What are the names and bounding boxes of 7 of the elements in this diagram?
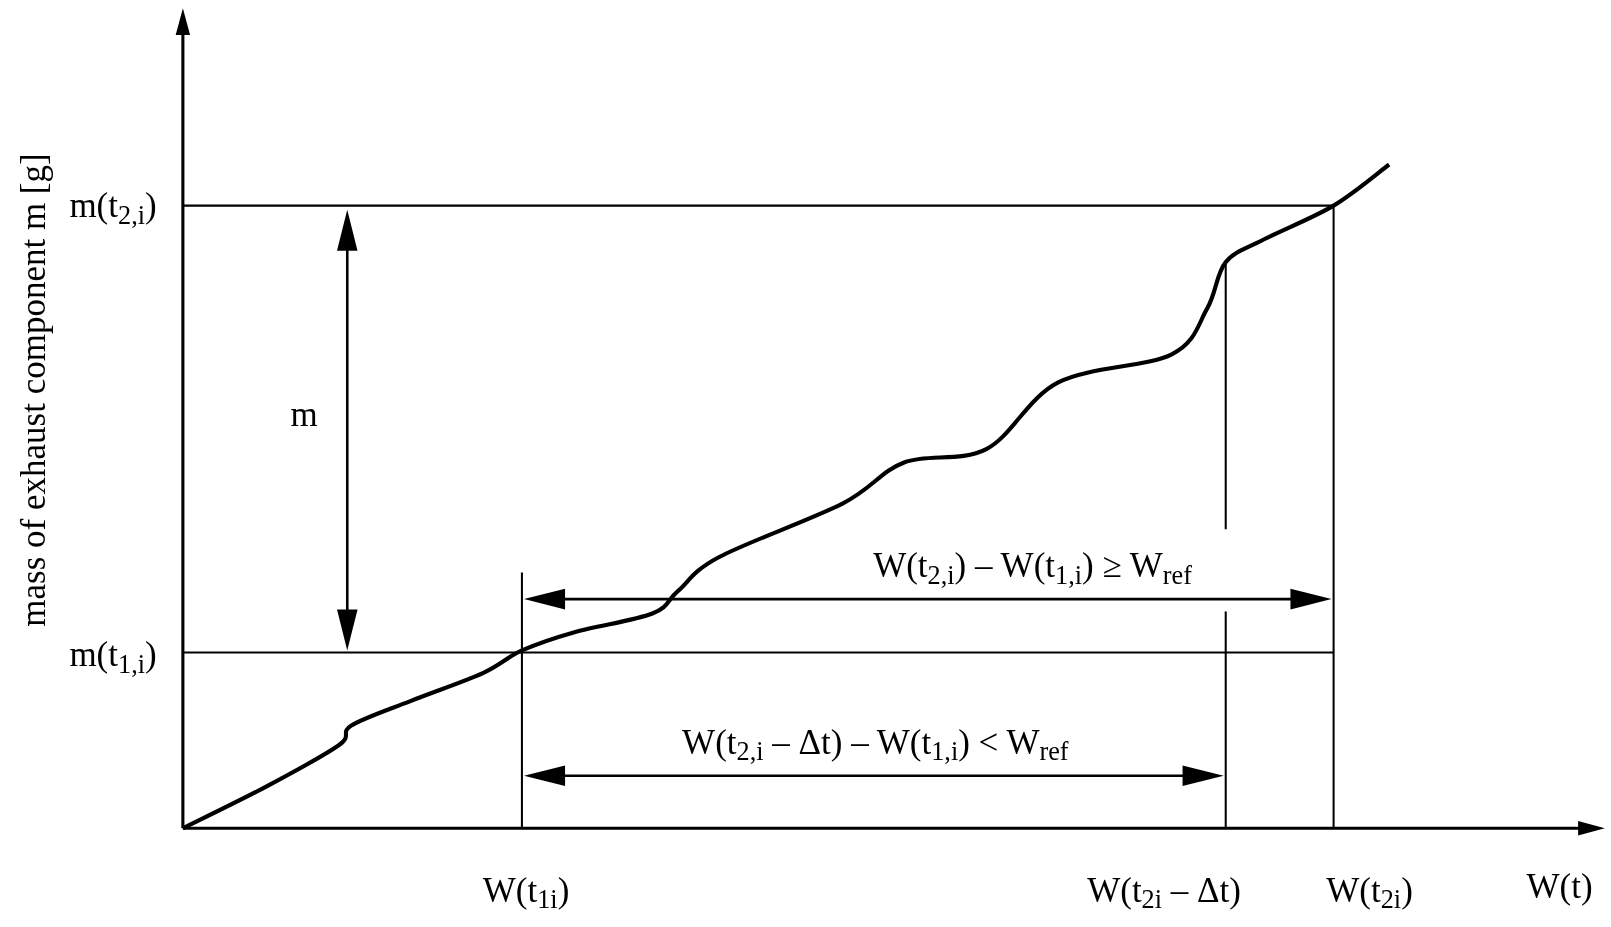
dimension-label: m bbox=[290, 394, 318, 434]
formula-label: W(t$_{2,i}$ – Δt) – W(t$_{1,i}$) < W$_{ref}$ bbox=[682, 722, 1069, 762]
tick-label: W(t$_{1i}$) bbox=[482, 870, 570, 910]
tick-label: W(t$_{2i}$ – Δt) bbox=[1087, 870, 1241, 910]
axis-title: W(t) bbox=[1526, 866, 1593, 906]
axis-title: mass of exhaust component m [g] bbox=[13, 153, 53, 628]
tick-label: W(t$_{2i}$) bbox=[1326, 870, 1413, 910]
